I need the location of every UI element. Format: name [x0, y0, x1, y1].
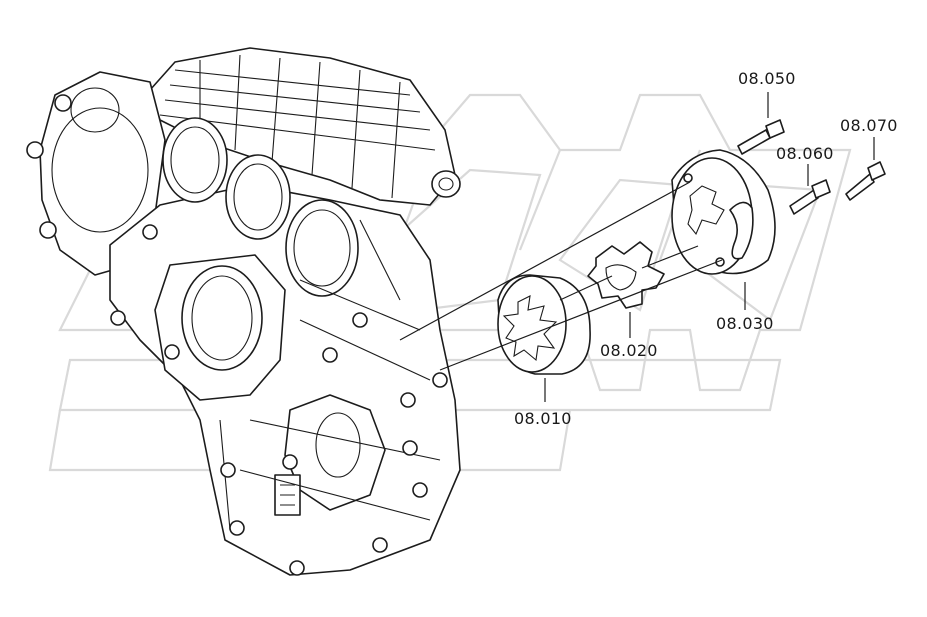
bolt-08-070	[845, 161, 886, 201]
bolt-08-060	[789, 179, 831, 215]
label-08-070: 08.070	[840, 116, 898, 135]
leader-lines	[544, 92, 875, 402]
part-08-030-pump-cover	[671, 149, 776, 275]
label-08-050: 08.050	[738, 69, 796, 88]
engine-block	[26, 47, 461, 576]
label-08-010: 08.010	[514, 409, 572, 428]
assembly-lines	[399, 181, 723, 371]
label-08-020: 08.020	[600, 341, 658, 360]
label-08-030: 08.030	[716, 314, 774, 333]
part-08-010-outer-rotor	[497, 274, 591, 375]
bolt-08-050	[737, 119, 785, 155]
label-08-060: 08.060	[776, 144, 834, 163]
part-08-020-inner-rotor	[587, 241, 665, 309]
